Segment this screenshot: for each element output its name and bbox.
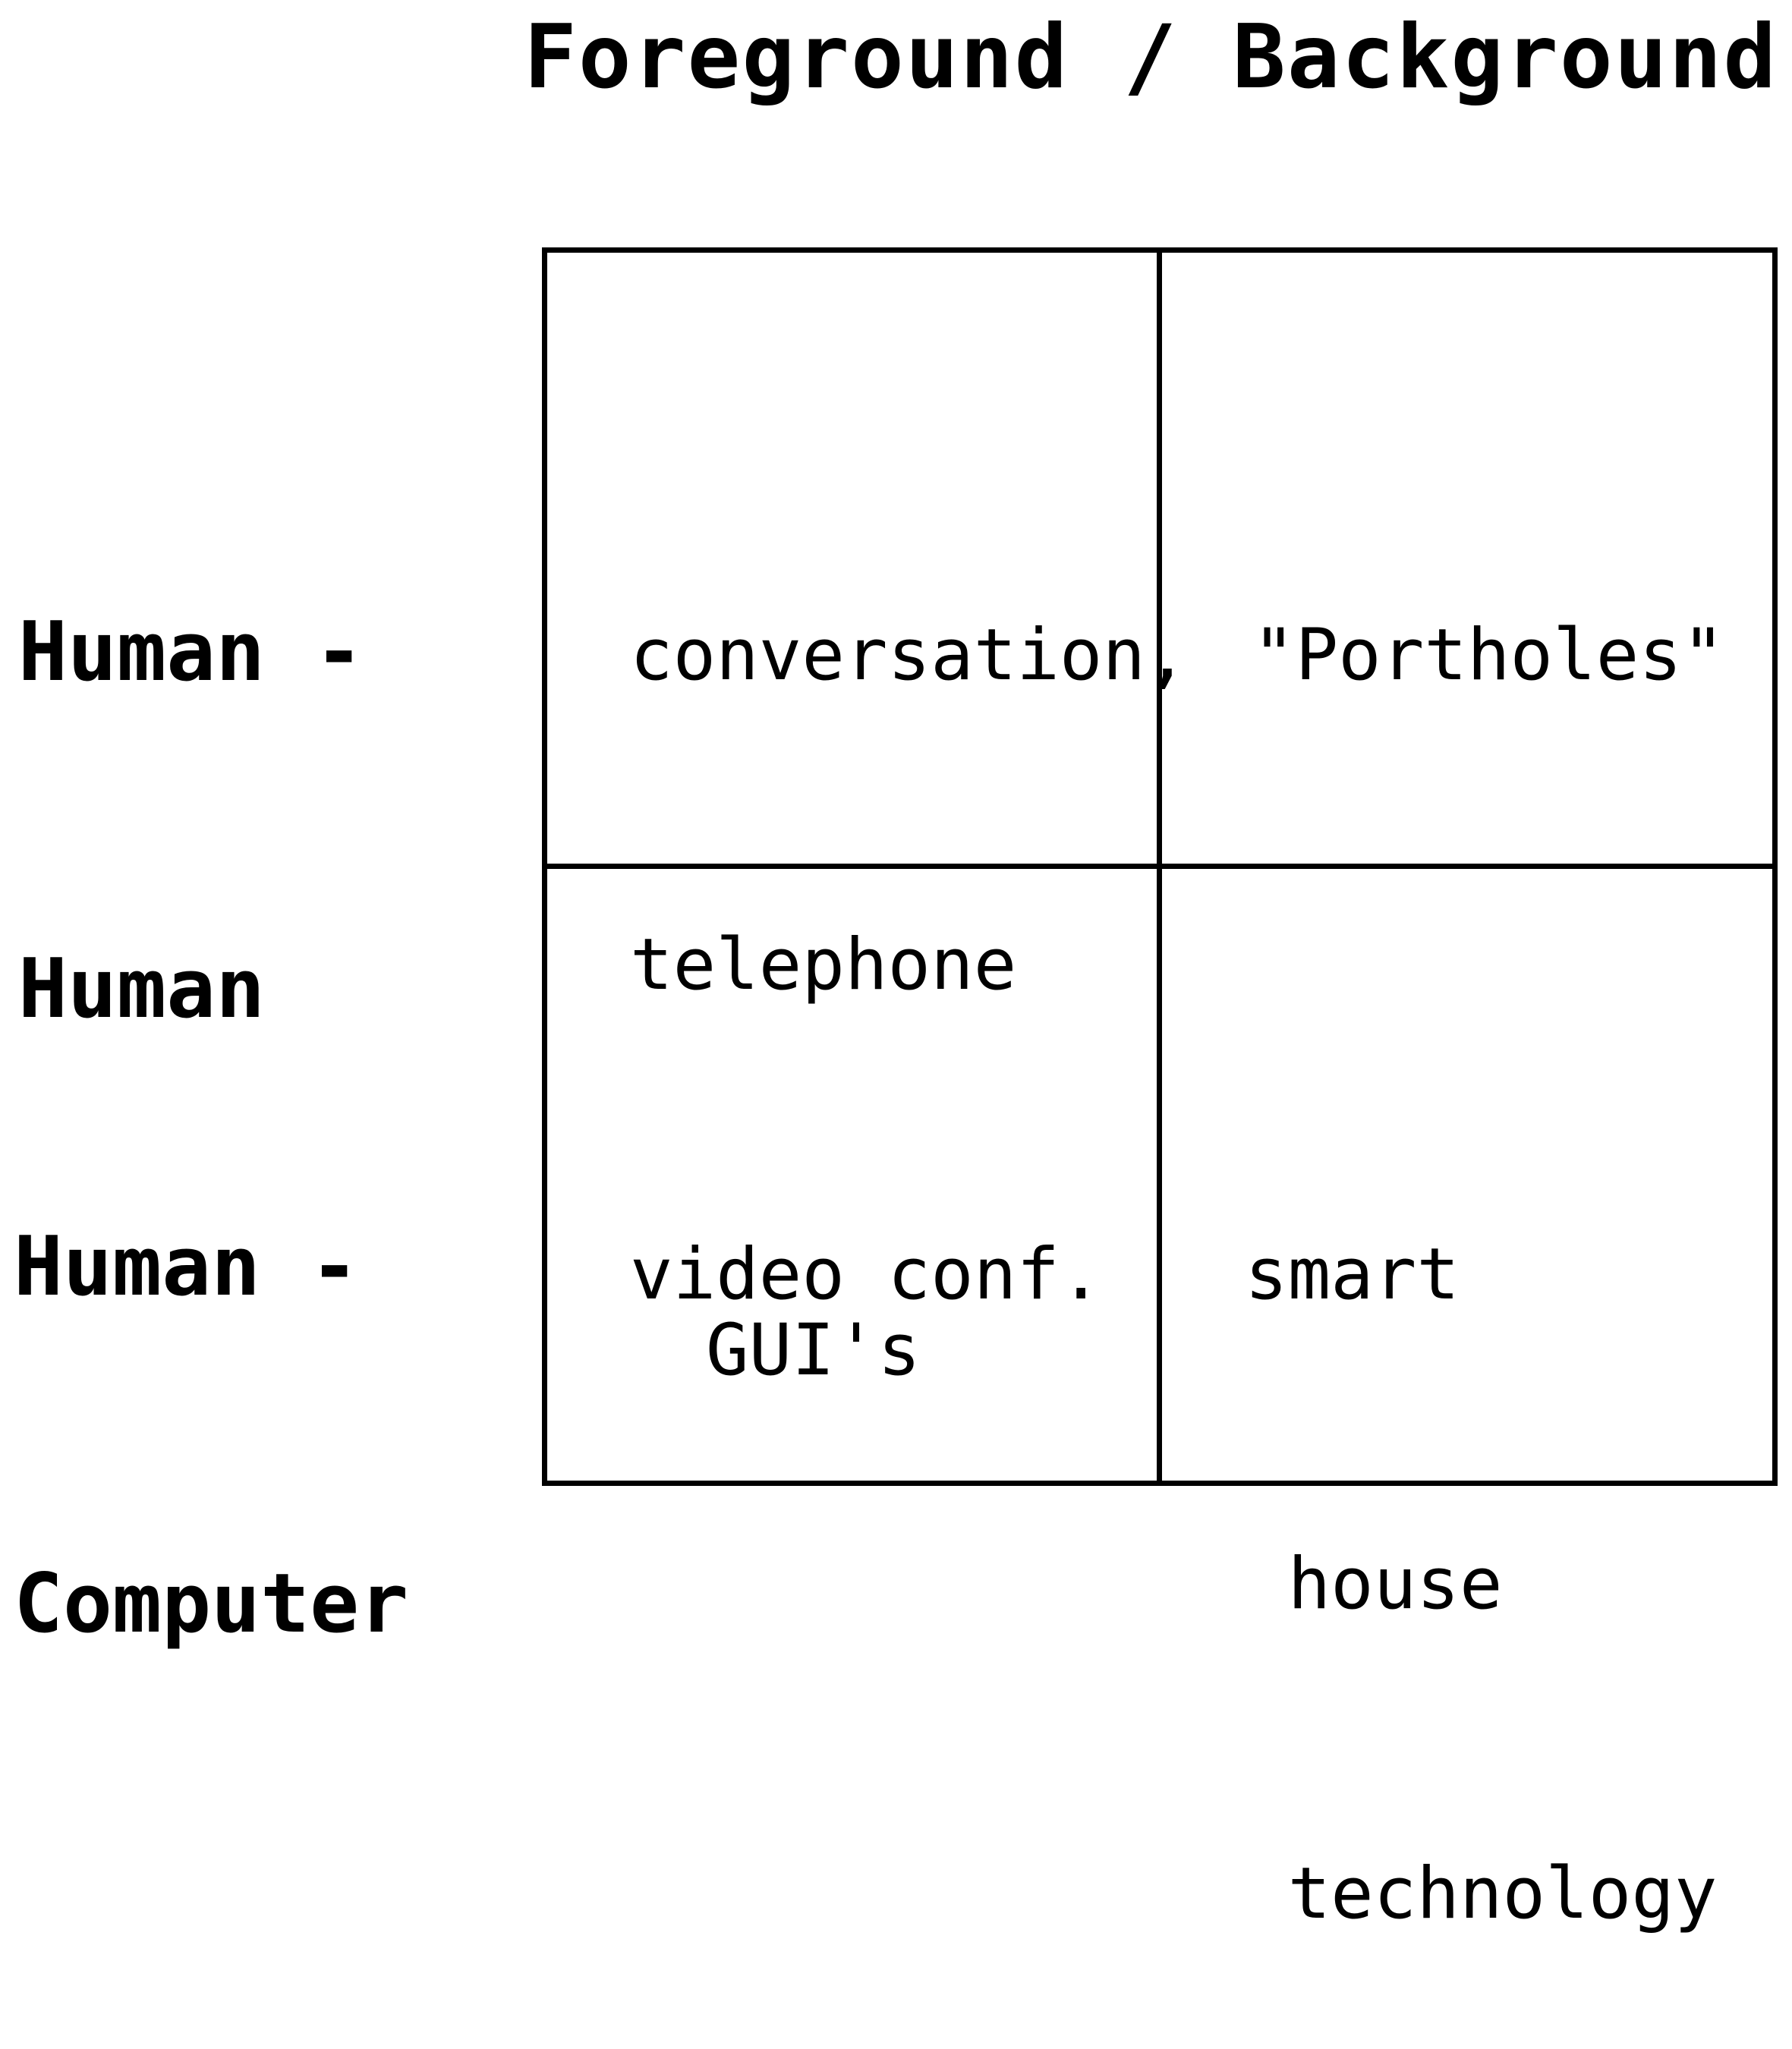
cell-line: smart [1245,1233,1460,1316]
cell-line: "Portholes" [1252,614,1725,697]
cell-line: technology [1245,1852,1718,1935]
grid-horizontal-divider [542,864,1778,869]
row-label-human-human: Human - Human [18,372,364,1158]
diagram-title: Foreground / Background [524,6,1778,109]
cell-foreground-human-human: conversation, telephone video conf. [630,398,1189,1430]
cell-line: conversation, [630,614,1189,697]
cell-foreground-human-computer: GUI's [706,1093,921,1506]
cell-line: GUI's [706,1309,921,1392]
row-label-line: Computer [14,1556,409,1651]
row-label-human-computer: Human - Computer [14,987,408,1773]
cell-line: video conf. [630,1233,1103,1316]
cell-line: house [1245,1543,1503,1626]
cell-background-human-human: "Portholes" [1252,398,1725,810]
row-label-line: Human - [18,605,364,700]
row-label-line: Human - [14,1220,360,1314]
row-label-line: Human [18,942,266,1037]
cell-background-human-computer: smart house technology [1245,1017,1718,2049]
cell-line: telephone [630,924,1017,1006]
